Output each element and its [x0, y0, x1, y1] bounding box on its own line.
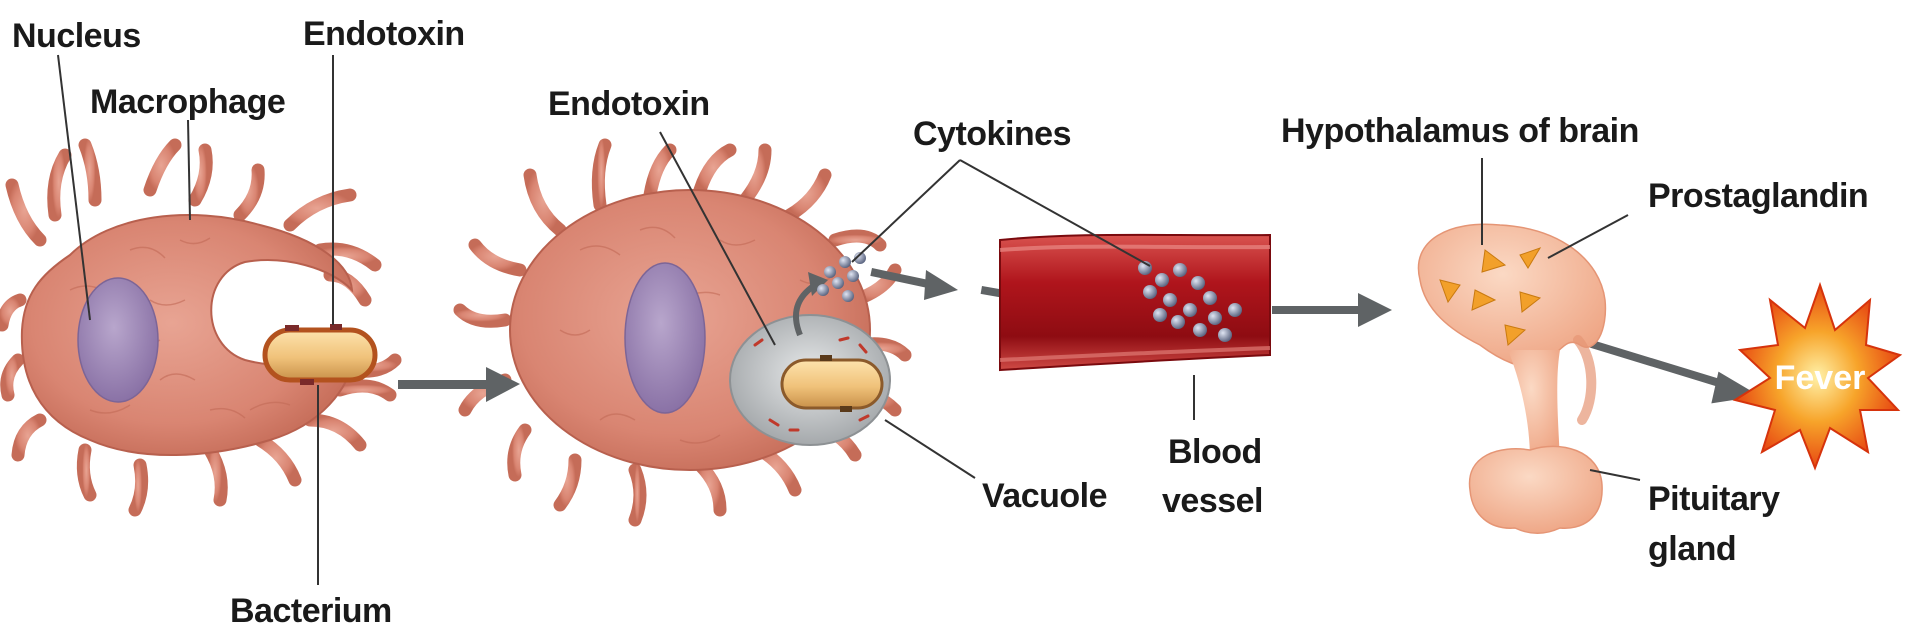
- blood-vessel: [1000, 235, 1270, 370]
- macrophage-with-vacuole: [460, 145, 905, 520]
- label-pituitary-line2: gland: [1648, 530, 1736, 568]
- label-nucleus: Nucleus: [12, 17, 141, 55]
- label-blood-line2: vessel: [1162, 482, 1263, 520]
- label-hypothalamus: Hypothalamus of brain: [1281, 112, 1639, 150]
- macrophage-engulfing: [2, 145, 395, 510]
- bacterium: [265, 324, 375, 385]
- arrow-1: [398, 367, 520, 402]
- label-endotoxin-1: Endotoxin: [303, 15, 465, 53]
- fever-label: Fever: [1775, 359, 1866, 397]
- infundibulum: [1508, 350, 1560, 460]
- label-pituitary-line1: Pituitary: [1648, 480, 1780, 518]
- label-blood-line1: Blood: [1168, 433, 1262, 471]
- hypothalamus-pituitary: [1418, 224, 1605, 533]
- label-vacuole: Vacuole: [982, 477, 1107, 515]
- label-endotoxin-2: Endotoxin: [548, 85, 710, 123]
- nucleus-2: [625, 263, 705, 413]
- label-macrophage: Macrophage: [90, 83, 285, 121]
- pituitary-gland: [1470, 446, 1603, 533]
- fever-burst: Fever: [1735, 285, 1900, 468]
- arrow-4: [1272, 293, 1392, 327]
- label-cytokines: Cytokines: [913, 115, 1071, 153]
- label-prostaglandin: Prostaglandin: [1648, 177, 1868, 215]
- bacterium-in-vacuole: [782, 355, 882, 412]
- nucleus: [78, 278, 158, 402]
- label-bacterium: Bacterium: [230, 592, 392, 630]
